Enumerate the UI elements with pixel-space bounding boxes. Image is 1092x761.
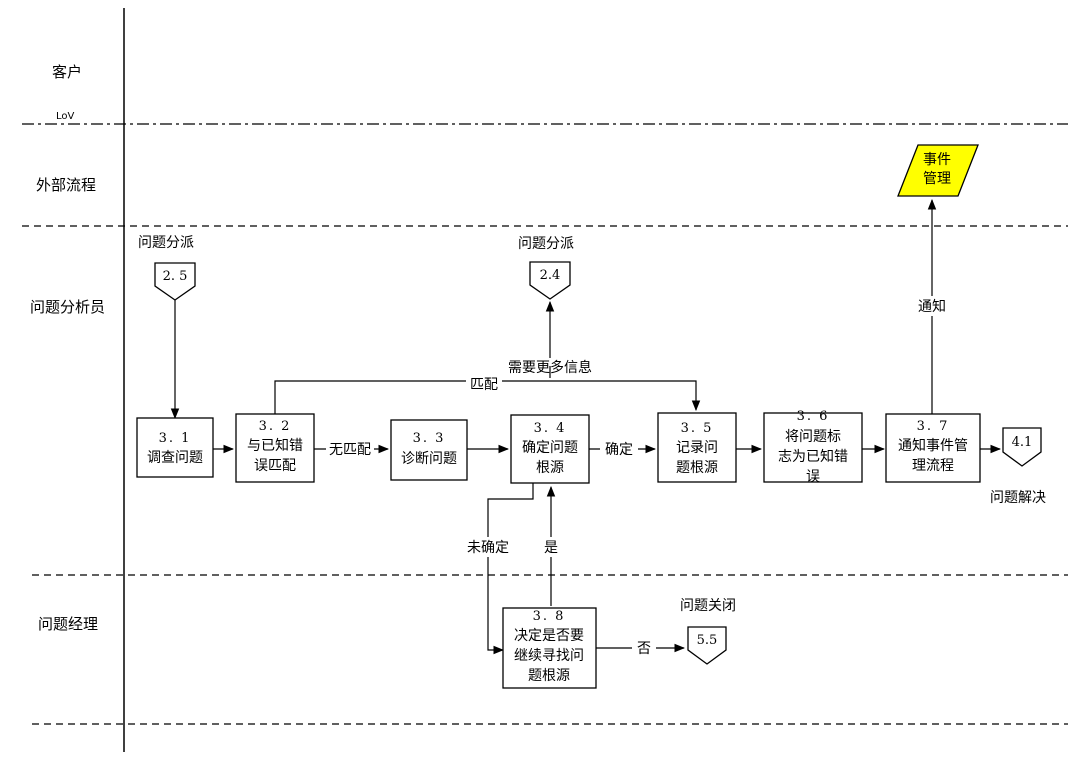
event-management-process[interactable] — [897, 144, 979, 197]
step-label-line1: 确定问题 — [522, 440, 578, 456]
edge-label-undetermined: 未确定 — [467, 540, 509, 556]
step-label-line3: 误 — [806, 469, 820, 485]
step-label-line2: 继续寻找问 — [514, 647, 584, 664]
lane-label-external: 外部流程 — [36, 176, 96, 194]
connector-5-5-shape[interactable] — [687, 626, 727, 665]
step-number: 3. 5 — [681, 421, 714, 436]
lane-label-manager: 问题经理 — [38, 615, 98, 633]
step-label-line2: 志为已知错 — [778, 448, 848, 465]
connector-2-5-label: 2. 5 — [163, 269, 188, 284]
connector-2-5-caption: 问题分派 — [138, 235, 194, 251]
lov-label: LoV — [56, 111, 75, 122]
lane-label-customer: 客户 — [52, 63, 82, 81]
connector-4-1-label: 4.1 — [1012, 435, 1033, 450]
step-number: 3. 3 — [413, 431, 446, 446]
step-3-5[interactable]: 3. 5 记录问 题根源 — [657, 412, 737, 483]
edge-label-notify: 通知 — [918, 298, 946, 315]
event-management-line1: 事件 — [923, 152, 951, 168]
step-number: 3. 6 — [797, 409, 830, 424]
connector-4-1-shape[interactable] — [1002, 427, 1042, 467]
connector-2-4-shape[interactable] — [529, 261, 571, 300]
connector-2-4-label: 2.4 — [540, 268, 561, 283]
step-3-2[interactable]: 3. 2 与已知错 误匹配 — [235, 413, 315, 483]
connector-5-5-caption: 问题关闭 — [680, 598, 736, 614]
step-number: 3. 2 — [259, 419, 292, 434]
step-number: 3. 1 — [159, 431, 192, 446]
step-label-line3: 题根源 — [528, 668, 570, 684]
edge-label-yes: 是 — [544, 540, 558, 556]
step-label-line1: 决定是否要 — [514, 628, 584, 644]
step-3-4[interactable]: 3. 4 确定问题 根源 — [510, 414, 590, 484]
connector-2-4-caption: 问题分派 — [518, 236, 574, 252]
step-number: 3. 8 — [533, 609, 566, 624]
edge-label-match: 匹配 — [470, 377, 498, 393]
step-3-8[interactable]: 3. 8 决定是否要 继续寻找问 题根源 — [502, 607, 597, 689]
step-number: 3. 7 — [917, 419, 950, 434]
event-management-line2: 管理 — [923, 171, 951, 187]
connector-5-5-label: 5.5 — [697, 633, 718, 648]
step-label: 调查问题 — [147, 450, 203, 466]
edge-label-no-match: 无匹配 — [329, 442, 371, 458]
edge-label-no: 否 — [637, 641, 651, 657]
step-label-line1: 记录问 — [676, 440, 718, 456]
step-3-7[interactable]: 3. 7 通知事件管 理流程 — [885, 413, 981, 483]
step-label: 诊断问题 — [401, 451, 457, 467]
step-number: 3. 4 — [534, 421, 567, 436]
step-label-line2: 理流程 — [912, 458, 954, 474]
step-label-line2: 题根源 — [676, 460, 718, 476]
connector-2-5-shape[interactable] — [154, 262, 196, 301]
step-label-line1: 将问题标 — [785, 429, 841, 445]
step-label-line1: 与已知错 — [247, 437, 303, 454]
step-3-6[interactable]: 3. 6 将问题标 志为已知错 误 — [763, 409, 863, 485]
lane-label-analyst: 问题分析员 — [30, 298, 105, 316]
step-label-line2: 误匹配 — [254, 458, 296, 474]
edge-label-need-more: 需要更多信息 — [508, 359, 592, 376]
edge-3-4-undetermined-to-3-8 — [487, 483, 534, 655]
step-3-1[interactable]: 3. 1 调查问题 — [136, 417, 214, 478]
step-label-line2: 根源 — [536, 460, 564, 476]
step-label-line1: 通知事件管 — [898, 437, 968, 454]
edge-label-determined: 确定 — [605, 442, 633, 458]
step-3-3[interactable]: 3. 3 诊断问题 — [390, 419, 468, 481]
connector-4-1-caption: 问题解决 — [990, 490, 1046, 506]
